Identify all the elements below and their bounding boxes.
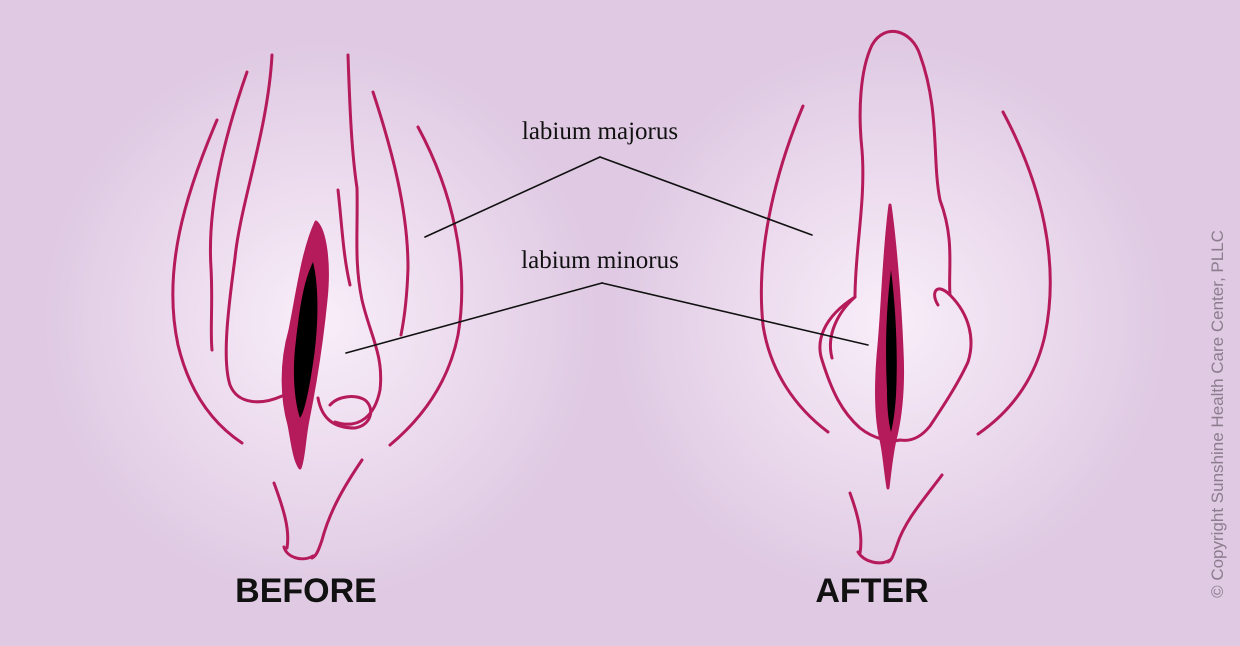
after-perineum-right xyxy=(886,473,944,564)
label-labium-minorus: labium minorus xyxy=(521,247,679,274)
before-perineum-right xyxy=(310,458,364,560)
after-illustration xyxy=(759,29,1052,565)
after-outer-left-contour xyxy=(759,104,830,434)
before-right-majora-inner xyxy=(333,53,383,426)
leader-majorus-before xyxy=(424,156,601,238)
after-left-fold xyxy=(829,295,857,360)
after-right-fold xyxy=(933,287,952,307)
leader-lines xyxy=(345,156,869,354)
copyright-notice: © Copyright Sunshine Health Care Center,… xyxy=(1208,230,1227,598)
after-outer-right-contour xyxy=(976,110,1052,436)
leader-minorus-after xyxy=(601,282,869,346)
before-illustration xyxy=(171,53,464,561)
leader-minorus-before xyxy=(345,282,603,354)
before-right-labia-minora xyxy=(316,395,373,430)
before-outer-left-contour xyxy=(171,118,244,445)
before-outer-right-contour xyxy=(388,125,464,447)
after-opening xyxy=(886,270,897,432)
label-labium-majorus: labium majorus xyxy=(521,118,679,145)
caption-after: AFTER xyxy=(815,572,929,610)
after-anus xyxy=(856,550,892,565)
before-fold-line xyxy=(336,188,352,287)
after-perineum-left xyxy=(848,491,863,555)
caption-before: BEFORE xyxy=(235,572,377,610)
before-anus xyxy=(282,545,315,561)
before-right-majora-outer xyxy=(371,90,410,337)
before-perineum-left xyxy=(272,481,290,550)
before-left-majora-outer xyxy=(208,70,249,352)
before-left-majora-inner xyxy=(224,53,284,404)
leader-majorus-after xyxy=(599,156,813,236)
before-opening xyxy=(293,262,318,418)
